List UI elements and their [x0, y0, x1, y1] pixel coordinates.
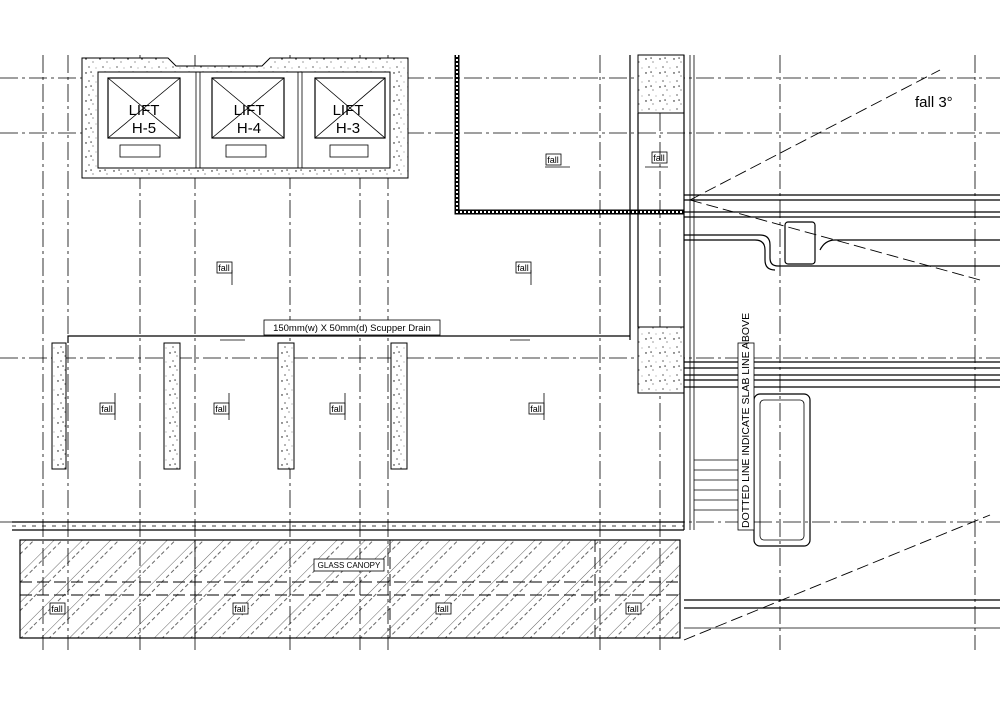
fall-angle-label: fall 3°: [915, 94, 953, 111]
svg-text:fall: fall: [530, 404, 542, 414]
lift-label-line1: LIFT: [129, 102, 160, 119]
glass-canopy-label: GLASS CANOPY: [318, 561, 381, 570]
scupper-drain-label: 150mm(w) X 50mm(d) Scupper Drain: [273, 323, 431, 334]
svg-text:fall: fall: [215, 404, 227, 414]
fall-marker: fall: [329, 393, 346, 420]
lift-label-line1: LIFT: [234, 102, 265, 119]
fall-marker: fall: [545, 153, 570, 168]
lift-label-line2: H-5: [132, 120, 156, 137]
fall-marker: fall: [49, 602, 66, 615]
slab-note-label: DOTTED LINE INDICATE SLAB LINE ABOVE: [740, 313, 752, 528]
fall-marker: fall: [213, 393, 230, 420]
fall-marker: fall: [528, 393, 545, 420]
pier-1: [51, 342, 67, 470]
lift-label-line2: H-3: [336, 120, 360, 137]
svg-text:fall: fall: [437, 604, 449, 614]
upper-wall: [454, 55, 684, 215]
pier-4: [390, 342, 408, 470]
right-column-mid: [637, 326, 685, 394]
right-structure: [684, 194, 1000, 629]
fall-markers: fall fall fall fall fall fall: [99, 151, 668, 420]
bottom-gutter: [12, 521, 684, 531]
fall-marker: fall: [232, 602, 249, 615]
slope-lines: [683, 69, 991, 641]
svg-text:fall: fall: [51, 604, 63, 614]
lift-h4: LIFT H-4: [211, 77, 285, 158]
lift-h3: LIFT H-3: [314, 77, 386, 158]
pier-3: [277, 342, 295, 470]
svg-text:fall: fall: [653, 153, 665, 163]
svg-text:fall: fall: [627, 604, 639, 614]
svg-text:fall: fall: [234, 604, 246, 614]
glass-canopy: GLASS CANOPY fall fall fall fall: [19, 539, 681, 639]
right-column-top: [637, 54, 685, 114]
fall-marker: fall: [216, 261, 233, 285]
svg-text:fall: fall: [101, 404, 113, 414]
pier-2: [163, 342, 181, 470]
fall-marker: fall: [435, 602, 452, 615]
svg-text:fall: fall: [547, 155, 559, 165]
svg-text:fall: fall: [218, 263, 230, 273]
lift-label-line2: H-4: [237, 120, 261, 137]
fall-marker: fall: [625, 602, 642, 615]
scupper-drain: 150mm(w) X 50mm(d) Scupper Drain: [67, 319, 630, 343]
lift-label-line1: LIFT: [333, 102, 364, 119]
svg-text:fall: fall: [331, 404, 343, 414]
lift-h5: LIFT H-5: [107, 77, 181, 158]
slab-note: DOTTED LINE INDICATE SLAB LINE ABOVE: [737, 313, 755, 531]
svg-text:fall: fall: [517, 263, 529, 273]
fall-marker: fall: [99, 393, 116, 420]
fall-marker: fall: [645, 151, 668, 168]
fall-marker: fall: [515, 261, 532, 285]
